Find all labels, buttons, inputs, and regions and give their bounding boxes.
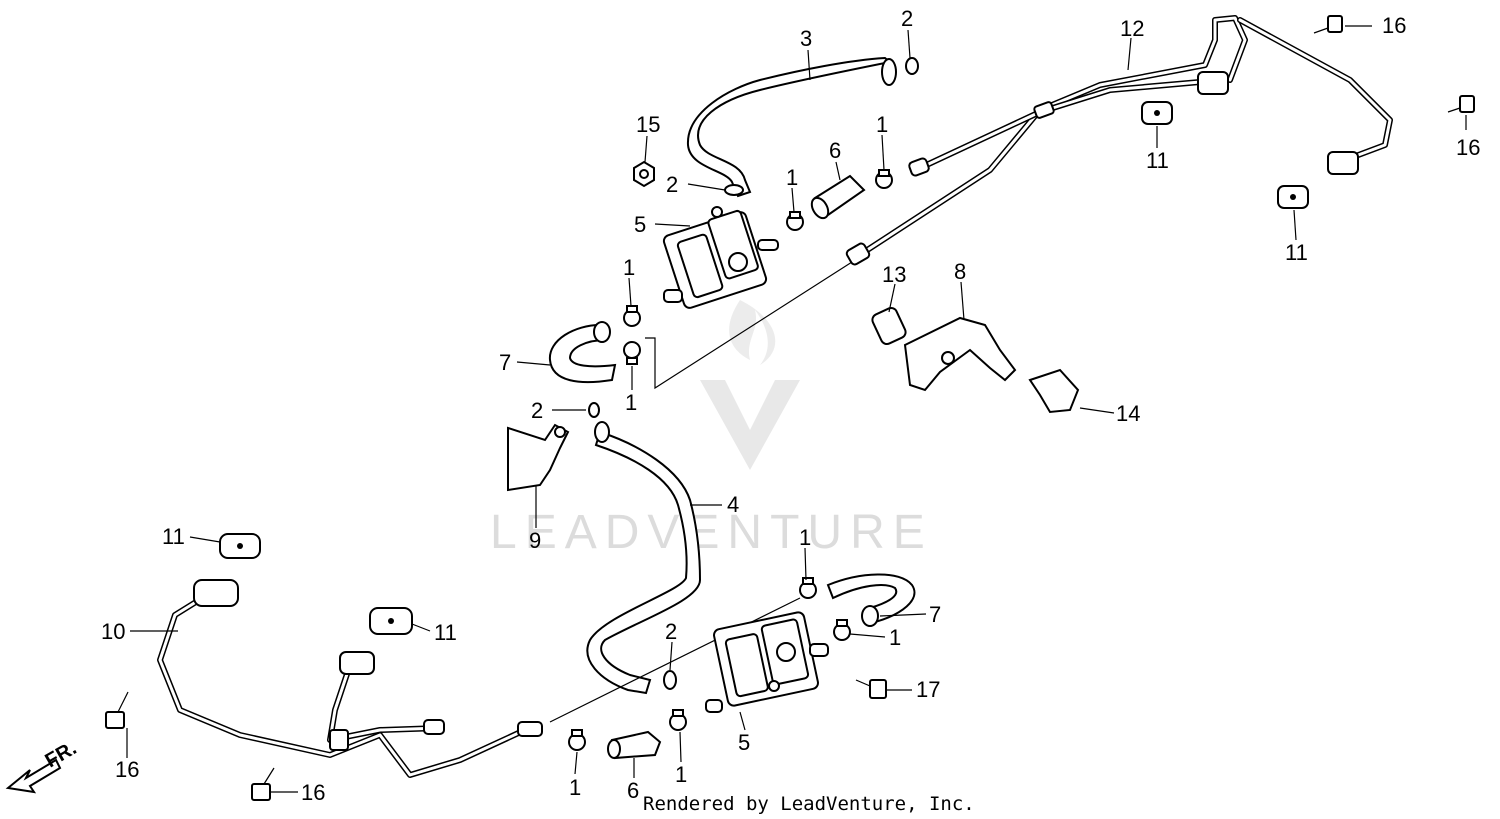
callout-15: 15 bbox=[636, 112, 660, 137]
callout-11: 11 bbox=[1285, 240, 1308, 265]
callout-17: 17 bbox=[916, 677, 940, 702]
callout-2: 2 bbox=[531, 398, 543, 423]
spacer-collar-13 bbox=[871, 306, 907, 346]
callout-2: 2 bbox=[901, 6, 913, 31]
callout-16: 16 bbox=[1456, 135, 1480, 160]
callout-10: 10 bbox=[101, 619, 125, 644]
bolt-16 bbox=[251, 767, 275, 801]
callout-8: 8 bbox=[954, 259, 966, 284]
callout-4: 4 bbox=[727, 492, 739, 517]
hose-clip-1 bbox=[623, 305, 641, 327]
hose-clip-1 bbox=[833, 619, 851, 641]
hose-clip-1 bbox=[786, 211, 804, 231]
callout-5: 5 bbox=[738, 730, 750, 755]
callout-1: 1 bbox=[799, 525, 811, 550]
callout-labels: 3 2 12 16 16 15 1 6 2 1 11 5 11 1 13 8 7… bbox=[101, 6, 1480, 805]
callout-2: 2 bbox=[666, 172, 678, 197]
watermark: LEADVENTURE bbox=[490, 300, 933, 559]
callout-7: 7 bbox=[929, 602, 941, 627]
front-direction-arrow: FR. bbox=[5, 737, 80, 794]
callout-12: 12 bbox=[1120, 16, 1144, 41]
callout-7: 7 bbox=[499, 350, 511, 375]
callout-1: 1 bbox=[625, 390, 637, 415]
watermark-text: LEADVENTURE bbox=[490, 506, 933, 559]
callout-1: 1 bbox=[876, 112, 888, 137]
callout-14: 14 bbox=[1116, 401, 1140, 426]
callout-16: 16 bbox=[115, 757, 139, 782]
hose-clip-2 bbox=[905, 57, 919, 75]
callout-2: 2 bbox=[665, 619, 677, 644]
fuel-pipe-10 bbox=[157, 579, 543, 778]
callout-16: 16 bbox=[1382, 13, 1406, 38]
callout-1: 1 bbox=[623, 255, 635, 280]
leader-lines bbox=[126, 25, 1467, 793]
hose-clip-1 bbox=[875, 169, 893, 189]
callout-11: 11 bbox=[162, 524, 185, 549]
bolt-16 bbox=[1447, 95, 1475, 113]
hose-clip-1 bbox=[623, 341, 641, 365]
bolt-16 bbox=[105, 691, 129, 729]
callout-9: 9 bbox=[529, 528, 541, 553]
hose-clip-2 bbox=[588, 402, 600, 418]
callout-1: 1 bbox=[675, 762, 687, 787]
callout-1: 1 bbox=[569, 775, 581, 800]
callout-5: 5 bbox=[634, 212, 646, 237]
fuel-hose-3 bbox=[686, 56, 893, 198]
stay-bracket-9 bbox=[507, 423, 570, 492]
callout-1: 1 bbox=[889, 625, 901, 650]
callout-11: 11 bbox=[1146, 148, 1169, 173]
callout-13: 13 bbox=[882, 262, 906, 287]
callout-6: 6 bbox=[829, 138, 841, 163]
callout-3: 3 bbox=[800, 26, 812, 51]
bolt-17 bbox=[855, 679, 887, 699]
fuel-pump-upper bbox=[662, 206, 779, 309]
hose-clip-2 bbox=[724, 184, 744, 196]
fuel-pump-lower bbox=[705, 611, 829, 713]
mounting-bracket-8 bbox=[903, 316, 1017, 392]
render-credit: Rendered by LeadVenture, Inc. bbox=[643, 793, 975, 815]
pipe-clamp-14 bbox=[1028, 368, 1080, 414]
callout-16: 16 bbox=[301, 780, 325, 805]
callout-6: 6 bbox=[627, 778, 639, 803]
hose-clip-1 bbox=[568, 729, 586, 751]
hose-clip-2 bbox=[663, 670, 677, 690]
callout-11: 11 bbox=[434, 620, 457, 645]
hose-clip-1 bbox=[799, 577, 817, 599]
fuel-hose-4 bbox=[586, 430, 702, 695]
callout-1: 1 bbox=[786, 165, 798, 190]
hose-clip-1 bbox=[669, 709, 687, 731]
bolt-16 bbox=[1313, 15, 1343, 34]
fuel-pipe-12 bbox=[845, 15, 1393, 266]
